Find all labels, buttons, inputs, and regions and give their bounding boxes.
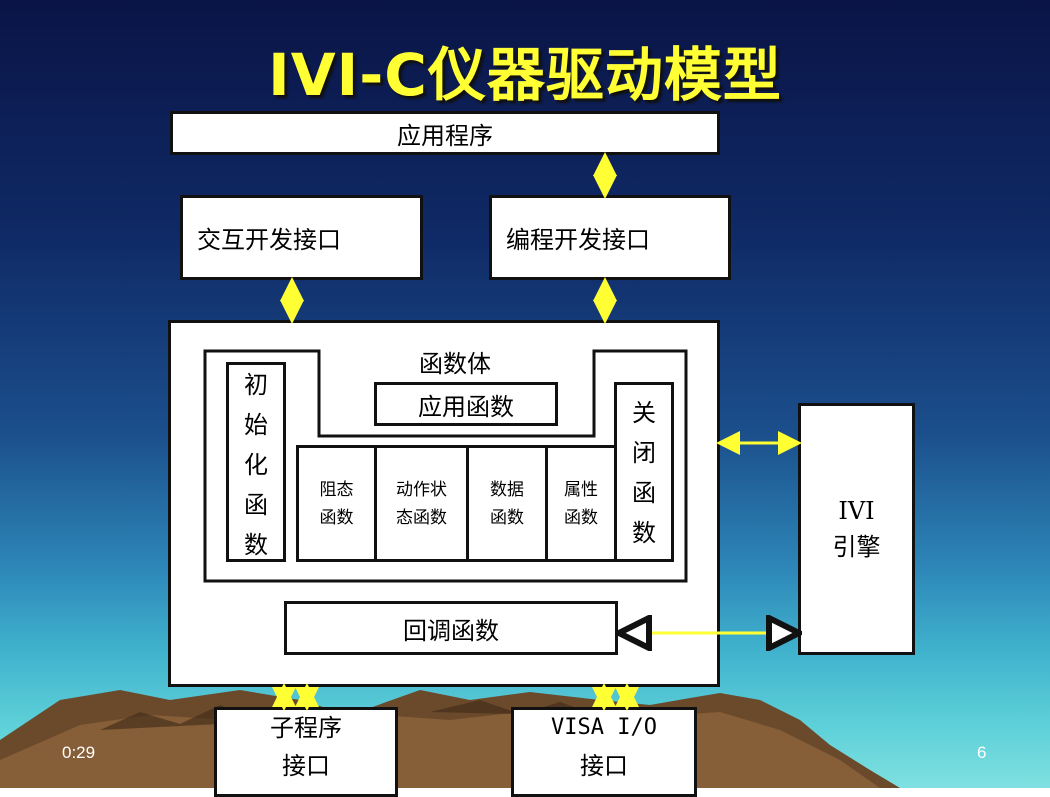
ivi-engine-box: IVI 引擎 — [798, 403, 915, 655]
ivi-engine-line: 引擎 — [832, 533, 881, 561]
app-functions-label: 应用函数 — [418, 392, 514, 421]
data-function-line: 函数 — [490, 507, 524, 528]
visa-io-interface-box: VISA I/O 接口 — [511, 707, 697, 797]
ivi-engine-line: IVI — [838, 497, 875, 525]
callback-functions-label: 回调函数 — [403, 616, 499, 645]
close-function-box: 关 闭 函 数 — [614, 382, 674, 562]
init-char: 数 — [244, 531, 268, 559]
init-function-box: 初 始 化 函 数 — [226, 362, 286, 562]
action-status-function-box: 动作状 态函数 — [374, 445, 469, 562]
slide-time: 0:29 — [62, 743, 96, 762]
init-char: 始 — [244, 411, 268, 439]
programming-interface-label: 编程开发接口 — [506, 226, 650, 254]
application-box: 应用程序 — [170, 111, 720, 155]
block-function-box: 阻态 函数 — [296, 445, 377, 562]
close-char: 数 — [632, 519, 656, 547]
callback-functions-box: 回调函数 — [284, 601, 618, 655]
close-char: 关 — [632, 399, 656, 427]
action-status-function-line: 态函数 — [396, 507, 447, 528]
subroutine-interface-line: 子程序 — [270, 714, 342, 742]
init-char: 化 — [244, 451, 268, 479]
block-function-line: 函数 — [319, 507, 354, 528]
subroutine-interface-line: 接口 — [282, 752, 330, 780]
close-char: 函 — [632, 479, 656, 507]
app-functions-box: 应用函数 — [374, 382, 558, 426]
function-body-label: 函数体 — [419, 350, 491, 378]
visa-io-interface-line: 接口 — [580, 752, 628, 780]
action-status-function-line: 动作状 — [396, 479, 447, 500]
attribute-function-line: 函数 — [564, 507, 598, 528]
application-label: 应用程序 — [397, 121, 493, 150]
interactive-interface-label: 交互开发接口 — [197, 226, 341, 254]
init-char: 函 — [244, 491, 268, 519]
subroutine-interface-box: 子程序 接口 — [214, 707, 398, 797]
init-char: 初 — [244, 371, 268, 399]
visa-io-interface-line: VISA I/O — [551, 715, 657, 740]
block-function-line: 阻态 — [319, 479, 354, 500]
slide-page-number: 6 — [977, 743, 987, 762]
data-function-box: 数据 函数 — [466, 445, 548, 562]
data-function-line: 数据 — [490, 479, 524, 500]
slide-title: IVI-C仪器驱动模型 — [268, 41, 782, 109]
attribute-function-box: 属性 函数 — [545, 445, 617, 562]
attribute-function-line: 属性 — [564, 479, 598, 500]
close-char: 闭 — [632, 439, 656, 467]
